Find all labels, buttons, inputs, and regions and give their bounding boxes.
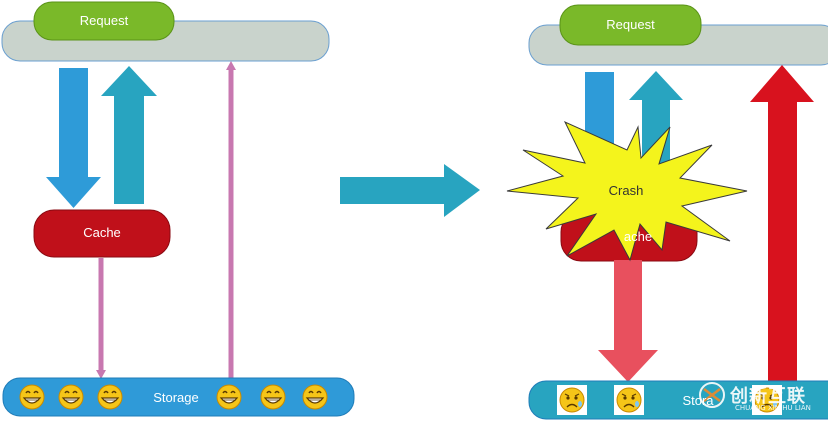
request-label: Request bbox=[79, 13, 129, 28]
up-arrow bbox=[101, 66, 157, 204]
watermark-subtext: CHUANG XIN HU LIAN bbox=[735, 404, 811, 412]
grinning-face-icon bbox=[302, 384, 328, 410]
request-node bbox=[33, 1, 175, 41]
red-up-arrow bbox=[750, 65, 814, 411]
cache-label: ache bbox=[623, 229, 653, 244]
request-label: Request bbox=[606, 17, 655, 32]
line-arrowhead bbox=[226, 61, 236, 70]
crash-burst-icon bbox=[506, 120, 748, 262]
grinning-face-icon bbox=[58, 384, 84, 410]
grinning-face-icon bbox=[97, 384, 123, 410]
cache-node bbox=[33, 209, 171, 258]
logo-icon bbox=[699, 382, 725, 408]
worried-face-icon bbox=[556, 384, 588, 416]
storage-label: Stora bbox=[682, 393, 714, 408]
grinning-face-icon bbox=[19, 384, 45, 410]
cache-label: Cache bbox=[83, 225, 121, 240]
transition-arrow-icon bbox=[340, 164, 480, 217]
down-arrow bbox=[46, 68, 101, 208]
crash-label: Crash bbox=[608, 183, 644, 198]
grinning-face-icon bbox=[260, 384, 286, 410]
watermark-text: 创新互联 bbox=[730, 386, 806, 407]
request-node bbox=[559, 4, 702, 46]
worried-face-icon bbox=[613, 384, 645, 416]
grinning-face-icon bbox=[216, 384, 242, 410]
storage-label: Storage bbox=[153, 390, 199, 405]
line-arrowhead bbox=[96, 370, 106, 379]
broken-storage-arrow bbox=[598, 260, 658, 382]
